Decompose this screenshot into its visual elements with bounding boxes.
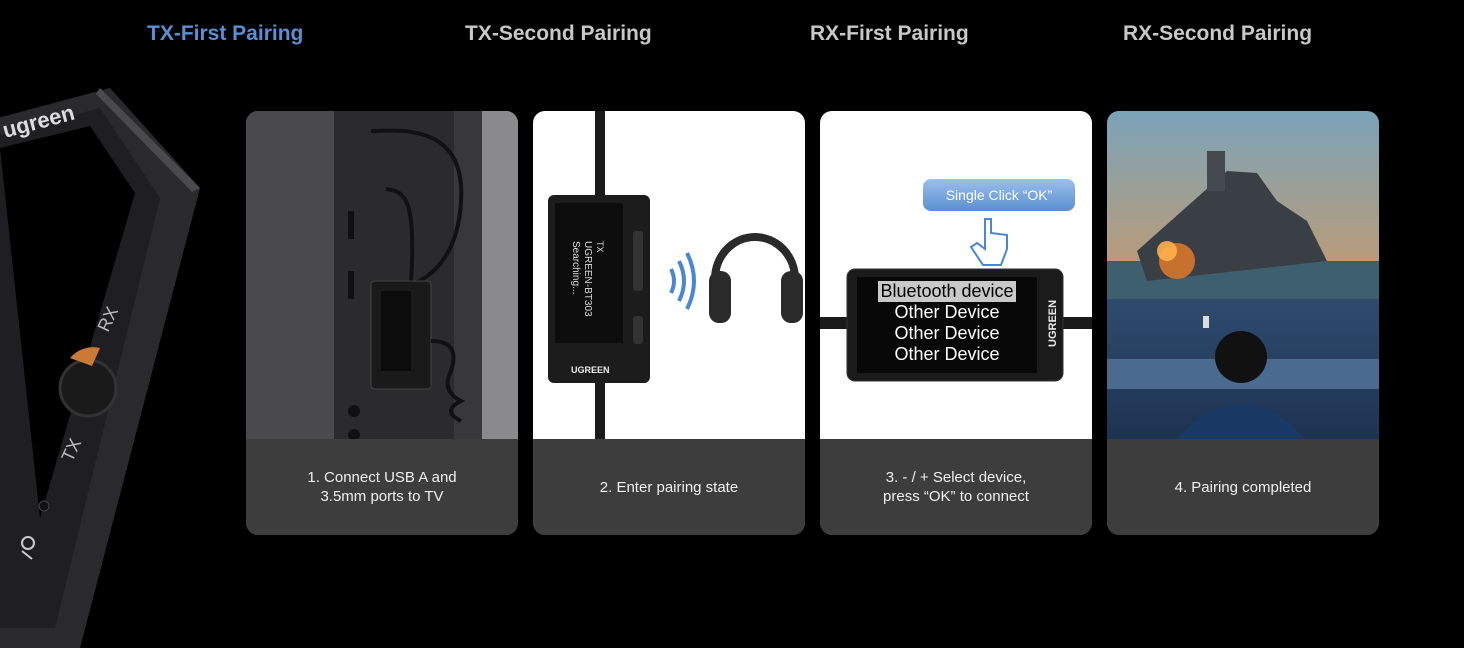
device-select-photo: Single Click “OK” Bluetooth device Other… xyxy=(820,111,1092,439)
step-caption-4: 4. Pairing completed xyxy=(1107,439,1379,535)
device-screen-status: Searching... xyxy=(570,241,581,294)
mic-mute-icon xyxy=(21,536,35,560)
tab-tx-second-pairing[interactable]: TX-Second Pairing xyxy=(465,22,652,45)
step-caption-3: 3. - / + Select device, press “OK” to co… xyxy=(820,439,1092,535)
menu-item-other-device: Other Device xyxy=(894,302,1000,322)
step-caption-2: 2. Enter pairing state xyxy=(533,439,805,535)
device-select-menu: Bluetooth device Other Device Other Devi… xyxy=(872,281,1022,365)
hand-pointer-icon xyxy=(969,218,1008,266)
device-screen-name: UGREEN-BT303 xyxy=(582,241,593,317)
step-card-1: 1. Connect USB A and 3.5mm ports to TV xyxy=(246,111,518,535)
menu-item-other-device: Other Device xyxy=(894,344,1000,364)
tab-rx-first-pairing[interactable]: RX-First Pairing xyxy=(810,22,969,45)
pairing-state-photo: TX UGREEN-BT303 Searching... UGREEN xyxy=(533,111,805,439)
tab-rx-second-pairing[interactable]: RX-Second Pairing xyxy=(1123,22,1313,45)
tv-connection-photo xyxy=(246,111,518,439)
device-brand: UGREEN xyxy=(1047,299,1059,347)
pairing-completed-photo xyxy=(1107,111,1379,439)
transmitter-device-illustration: ugreen RX TX xyxy=(0,88,200,648)
device-screen-tx: TX xyxy=(595,241,605,253)
menu-item-bluetooth-device: Bluetooth device xyxy=(878,281,1016,302)
step-card-3: Single Click “OK” Bluetooth device Other… xyxy=(820,111,1092,535)
tab-tx-first-pairing[interactable]: TX-First Pairing xyxy=(147,22,304,45)
menu-item-other-device: Other Device xyxy=(894,323,1000,343)
headphones-icon xyxy=(709,233,803,323)
step-caption-1: 1. Connect USB A and 3.5mm ports to TV xyxy=(246,439,518,535)
step-card-4: 4. Pairing completed xyxy=(1107,111,1379,535)
step-card-2: TX UGREEN-BT303 Searching... UGREEN 2. E… xyxy=(533,111,805,535)
wireless-signal-icon xyxy=(669,252,696,310)
device-brand: UGREEN xyxy=(571,365,610,375)
step-tabs: TX-First Pairing TX-Second Pairing RX-Fi… xyxy=(0,22,1464,58)
single-click-ok-hint: Single Click “OK” xyxy=(923,179,1075,211)
